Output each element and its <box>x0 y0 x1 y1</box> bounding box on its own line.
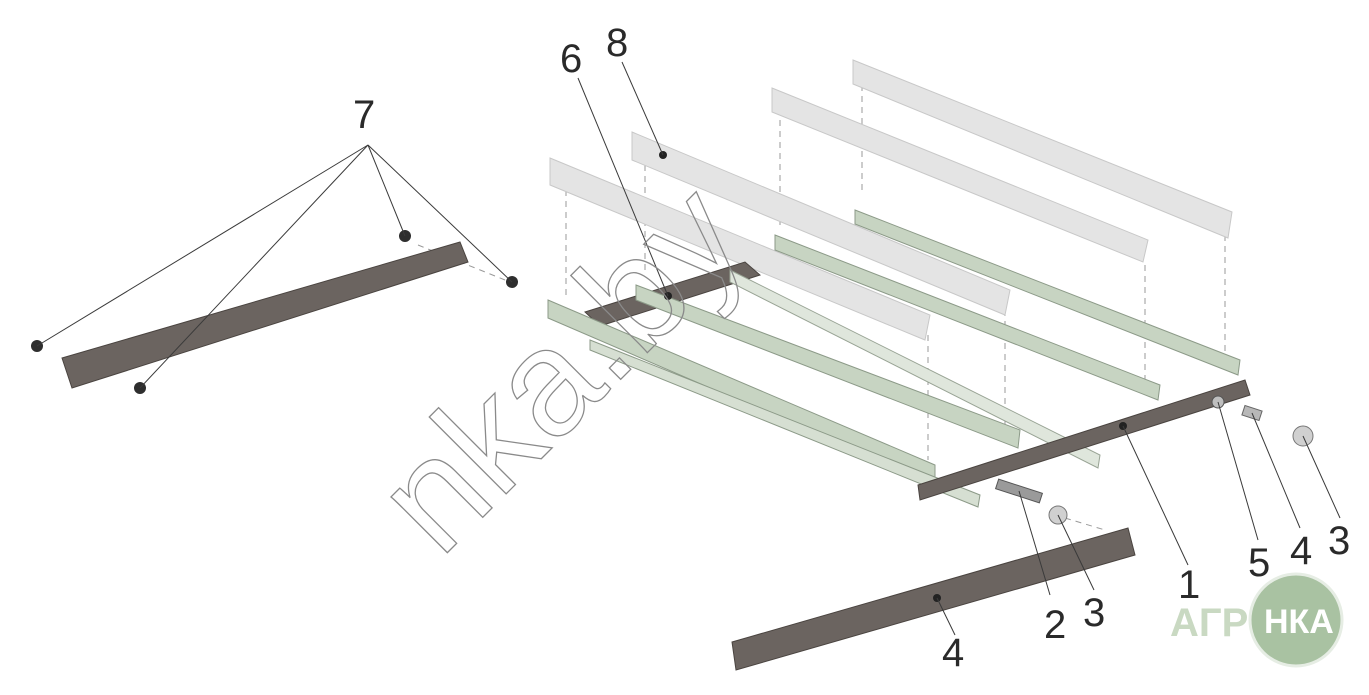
front-cross-bar <box>917 379 1251 501</box>
callout-6: 6 <box>560 37 582 81</box>
rail-d <box>774 234 1161 401</box>
callout-4-right: 4 <box>1290 529 1312 573</box>
logo-text-right: НКА <box>1264 603 1334 641</box>
longitudinal-rails <box>547 209 1241 508</box>
callout-2: 2 <box>1044 603 1066 647</box>
upper-beams <box>549 59 1233 341</box>
callouts: 7 6 8 1 2 3 3 4 4 5 <box>353 21 1350 675</box>
rail-e <box>854 209 1241 376</box>
callout-3-lower: 3 <box>1083 591 1105 635</box>
rail-f <box>729 269 1101 469</box>
upper-beam-4 <box>852 59 1233 239</box>
callout-4-lower: 4 <box>942 631 964 675</box>
left-side-beam <box>61 241 469 389</box>
agronka-logo: АГРО НКА <box>1170 572 1344 668</box>
upper-beam-2 <box>631 131 1011 316</box>
rail-c <box>635 284 1021 449</box>
watermark-text: nka.by <box>344 151 775 582</box>
upper-beam-3 <box>771 87 1149 263</box>
upper-beam-1 <box>549 157 931 341</box>
leader-lines <box>36 61 1341 636</box>
callout-1: 1 <box>1178 563 1200 607</box>
rail-b <box>589 339 981 508</box>
callout-7: 7 <box>353 93 375 137</box>
callout-5: 5 <box>1248 541 1270 585</box>
callout-3-right: 3 <box>1328 519 1350 563</box>
callout-8: 8 <box>606 21 628 65</box>
logo-circle <box>1248 572 1344 668</box>
